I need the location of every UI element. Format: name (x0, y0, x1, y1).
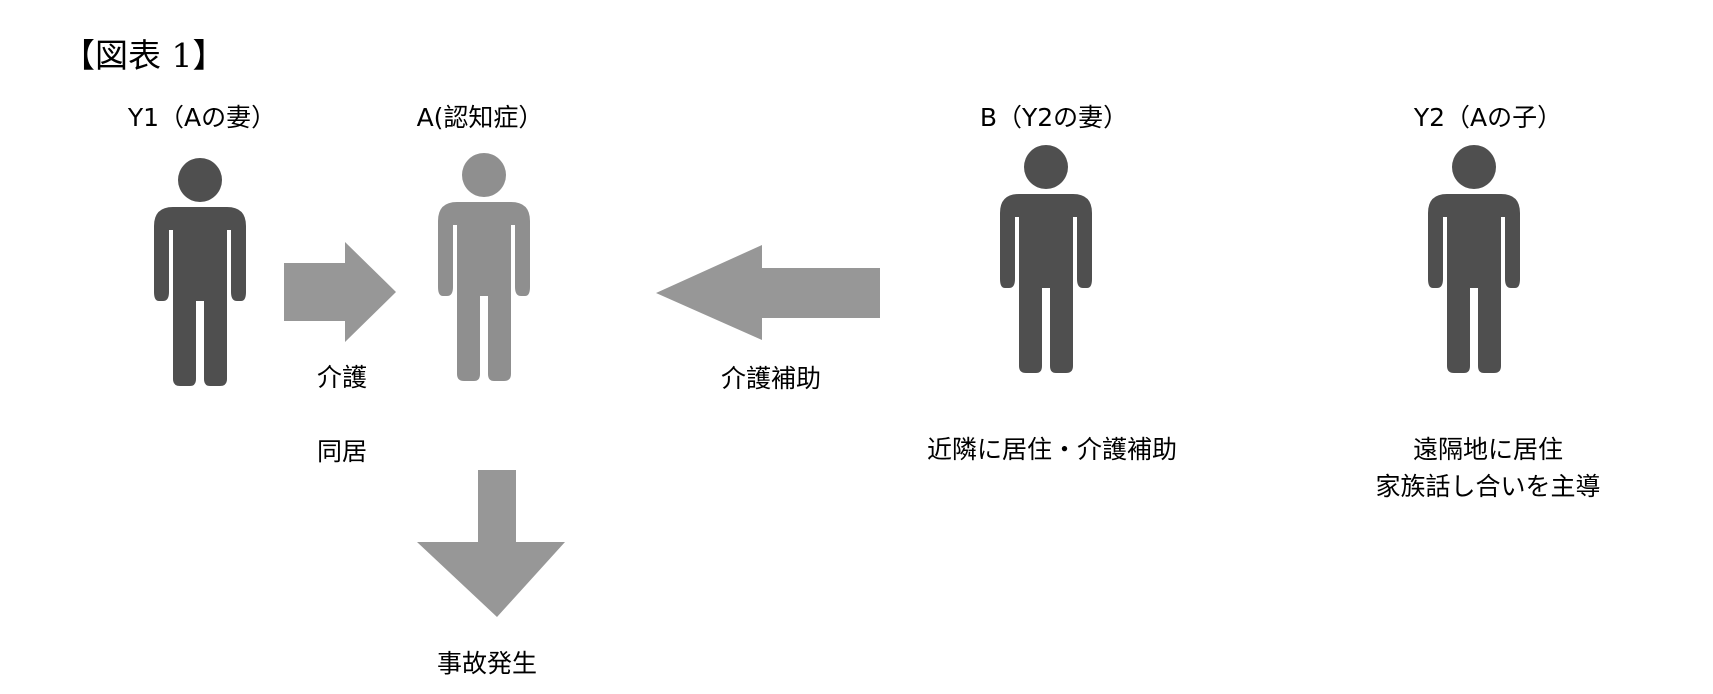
care-assist-label: 介護補助 (721, 364, 821, 393)
person-label-a: A(認知症） (417, 103, 544, 132)
person-label-y2: Y2（Aの子） (1413, 103, 1562, 132)
person-label-y1: Y1（Aの妻） (127, 103, 276, 132)
figure-title: 【図表 1】 (62, 36, 226, 75)
person-figure-y2 (1428, 145, 1520, 373)
person-figure-b (1000, 145, 1092, 373)
accident-arrow-down (417, 470, 565, 617)
cohabitation-label: 同居 (317, 437, 367, 466)
person-caption-b: 近隣に居住・介護補助 (927, 435, 1177, 464)
care-label: 介護 (317, 363, 367, 392)
person-figure-a (438, 153, 530, 381)
care-arrow-right (284, 242, 396, 342)
accident-label: 事故発生 (437, 649, 537, 678)
assist-arrow-left (656, 245, 880, 340)
person-caption-y2-line2: 家族話し合いを主導 (1375, 472, 1600, 501)
person-figure-y1 (154, 158, 246, 386)
person-label-b: B（Y2の妻） (980, 103, 1128, 132)
person-caption-y2-line1: 遠隔地に居住 (1413, 435, 1563, 464)
